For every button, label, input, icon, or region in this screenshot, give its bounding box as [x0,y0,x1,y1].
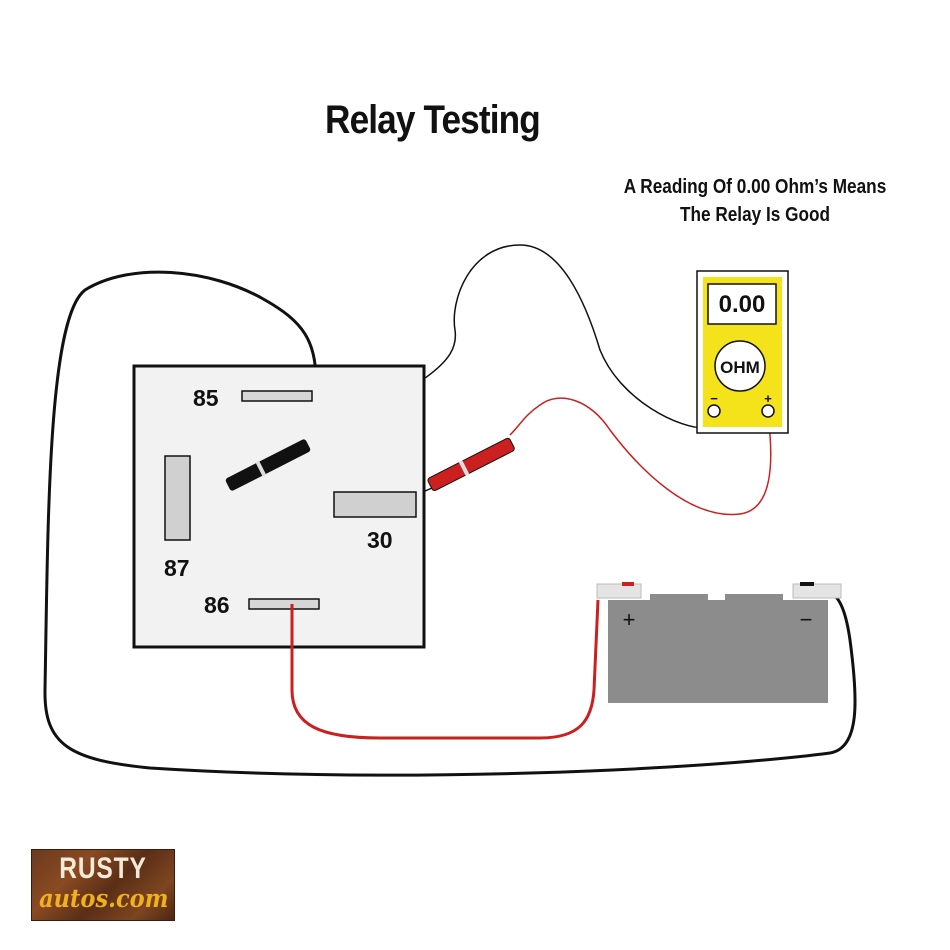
meter-dial [714,340,766,392]
red-wire-86-to-battery [290,599,600,740]
logo-line-2: autos.com [39,884,169,913]
multimeter: 0.00 OHM − + [696,270,789,434]
pin-label-87: 87 [164,555,190,581]
meter-pos-symbol: + [764,391,772,406]
meter-reading: 0.00 [719,291,766,318]
battery-pos-symbol: + [623,607,636,632]
black-probe [225,439,311,491]
terminal-85 [241,390,313,402]
note-line-2: The Relay Is Good [679,204,831,226]
meter-pos-jack [761,404,775,418]
battery-body [608,600,828,703]
black-probe-wire [299,244,709,449]
battery-neg-symbol: − [800,607,813,632]
terminal-87 [164,455,191,541]
battery-pos-terminal [596,583,642,599]
red-probe-wire [509,397,772,516]
pin-label-85: 85 [193,385,219,411]
pin-label-30: 30 [367,527,393,553]
terminal-30 [333,491,417,518]
meter-neg-jack [707,404,721,418]
battery-neg-terminal [792,583,842,599]
meter-unit-label: OHM [720,358,760,377]
note-line-1: A Reading Of 0.00 Ohm’s Means [623,176,887,198]
pin-label-86: 86 [204,592,230,618]
logo-line-1: RUSTY [59,852,147,885]
battery: + − [596,582,842,703]
diagram-title: Relay Testing [325,98,541,142]
rustyautos-logo: RUSTY autos.com [31,849,175,921]
meter-neg-symbol: − [710,391,718,406]
red-probe [427,437,515,492]
terminal-86 [248,598,320,610]
black-wire-loop [43,270,857,777]
meter-display [707,283,777,325]
